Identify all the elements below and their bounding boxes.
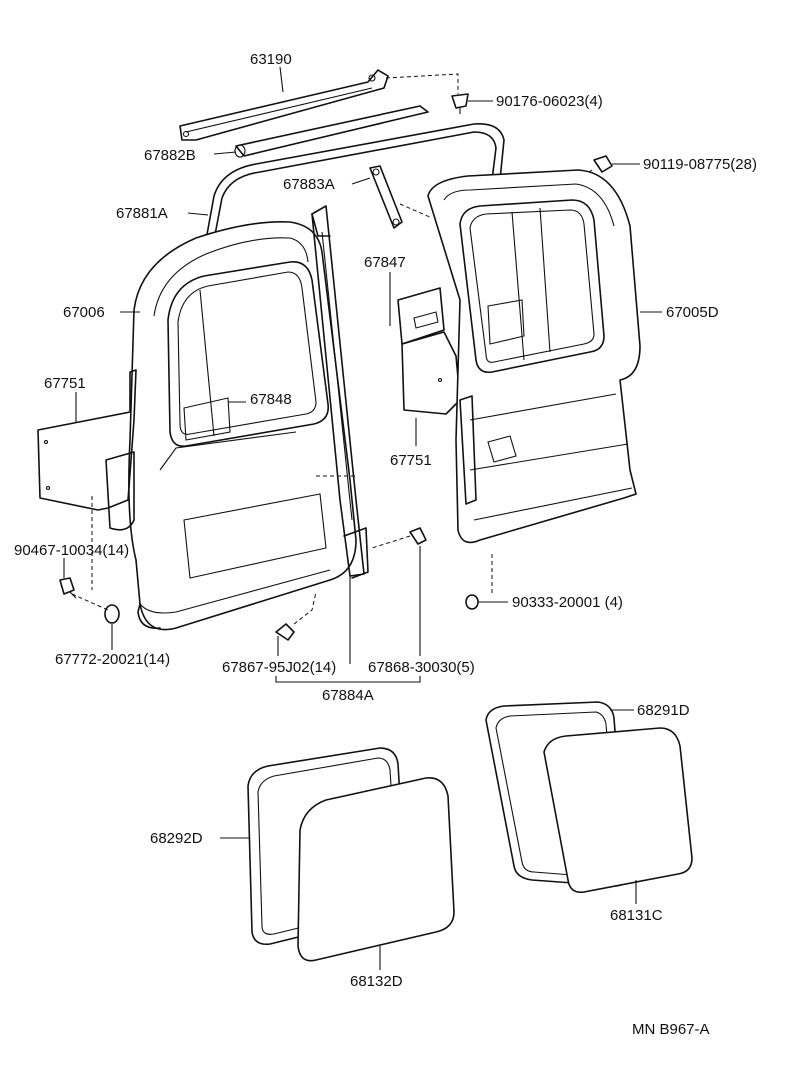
door-right-67005D <box>427 169 662 544</box>
fastener-67868 <box>371 527 427 656</box>
label-68291D: 68291D <box>637 702 690 719</box>
glass-68131C <box>543 727 693 904</box>
bolt-90467 <box>59 496 109 611</box>
label-67751-right: 67751 <box>390 452 432 469</box>
label-90176: 90176-06023(4) <box>496 93 603 110</box>
trim-board-left-67751 <box>37 369 137 531</box>
label-67882B: 67882B <box>144 147 196 164</box>
label-67868: 67868-30030(5) <box>368 659 475 676</box>
label-67847: 67847 <box>364 254 406 271</box>
label-63190: 63190 <box>250 51 292 68</box>
label-90467: 90467-10034(14) <box>14 542 129 559</box>
retainer-67772 <box>104 604 120 650</box>
label-67006: 67006 <box>63 304 105 321</box>
label-68132D: 68132D <box>350 973 403 990</box>
label-67884A: 67884A <box>322 687 374 704</box>
glass-68132D <box>297 777 455 970</box>
clip-90176 <box>385 73 493 114</box>
label-67867: 67867-95J02(14) <box>222 659 336 676</box>
part-67848 <box>183 397 246 441</box>
reference-code: MN B967-A <box>632 1021 710 1038</box>
fastener-67867 <box>275 591 317 656</box>
label-90333: 90333-20001 (4) <box>512 594 623 611</box>
label-67751-left: 67751 <box>44 375 86 392</box>
weatherstrip-67882B <box>213 105 429 158</box>
weatherstrip-67884A <box>311 205 369 664</box>
panel-67847 <box>389 272 445 345</box>
link-67883A <box>351 165 433 229</box>
label-90119: 90119-08775(28) <box>643 156 757 173</box>
label-67883A: 67883A <box>283 176 335 193</box>
label-68292D: 68292D <box>150 830 203 847</box>
label-68131C: 68131C <box>610 907 663 924</box>
door-left-67006 <box>120 221 357 631</box>
label-67005D: 67005D <box>666 304 719 321</box>
trim-board-right-67751 <box>401 331 461 446</box>
label-67848: 67848 <box>250 391 292 408</box>
roof-rail-63190 <box>179 66 389 141</box>
bracket-67884A <box>275 676 421 683</box>
label-67772: 67772-20021(14) <box>55 651 170 668</box>
clip-90333 <box>465 554 508 610</box>
label-67881A: 67881A <box>116 205 168 222</box>
opening-weatherstrip-67881A <box>187 123 505 241</box>
